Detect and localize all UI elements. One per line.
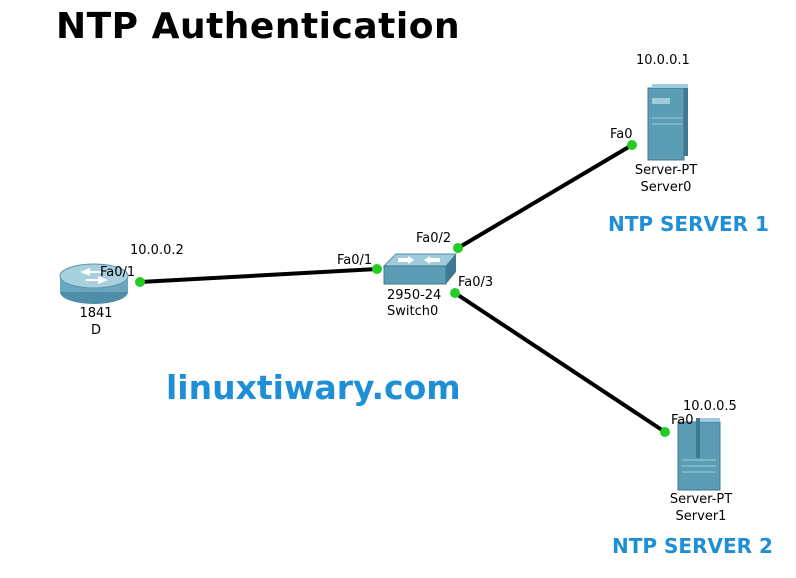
server0-model-label: Server-PT	[634, 163, 698, 178]
switch-port-fa01-label: Fa0/1	[337, 253, 373, 268]
server0-icon[interactable]	[647, 84, 688, 161]
server1-caption: NTP SERVER 2	[612, 534, 773, 558]
port-led-server0-fa0	[627, 140, 637, 150]
server1-port-label: Fa0	[671, 413, 694, 428]
port-led-server1-fa0	[660, 427, 670, 437]
server0-port-label: Fa0	[610, 127, 633, 142]
server0-name-label: Server0	[640, 180, 692, 195]
switch-port-fa02-label: Fa0/2	[416, 231, 452, 246]
router-port-label: Fa0/1	[100, 265, 136, 280]
server0-caption: NTP SERVER 1	[608, 212, 769, 236]
router-ip-label: 10.0.0.2	[130, 243, 184, 258]
port-led-switch-fa02	[453, 243, 463, 253]
switch-name-label: Switch0	[387, 304, 439, 319]
server0-ip-label: 10.0.0.1	[636, 53, 690, 68]
server1-icon[interactable]	[677, 418, 721, 491]
switch-icon[interactable]	[382, 253, 458, 285]
page-title: NTP Authentication	[56, 6, 461, 47]
port-led-router-fa01	[135, 277, 145, 287]
router-model-label: 1841	[79, 306, 113, 321]
server1-ip-label: 10.0.0.5	[683, 399, 737, 414]
server1-model-label: Server-PT	[669, 492, 733, 507]
switch-model-label: 2950-24	[387, 288, 442, 303]
link-switch-server0[interactable]	[456, 143, 634, 250]
router-icon[interactable]	[59, 263, 129, 304]
switch-port-fa03-label: Fa0/3	[458, 275, 494, 290]
port-led-switch-fa01	[372, 264, 382, 274]
server1-name-label: Server1	[675, 509, 727, 524]
link-router-switch[interactable]	[139, 267, 378, 284]
router-name-label: D	[90, 323, 101, 338]
link-switch-server1[interactable]	[453, 291, 667, 434]
site-watermark: linuxtiwary.com	[166, 368, 461, 407]
port-led-switch-fa03	[450, 288, 460, 298]
